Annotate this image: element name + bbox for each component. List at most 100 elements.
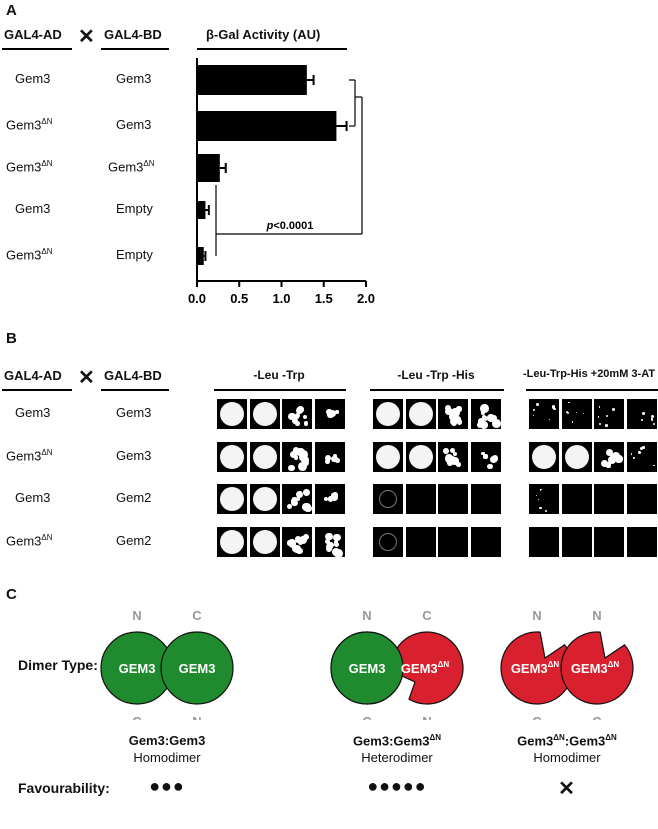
yeast-spot	[249, 442, 280, 472]
colony	[294, 421, 300, 426]
favourability-dots: ●●●	[149, 776, 185, 796]
colony	[445, 408, 453, 416]
yeast-spot	[529, 399, 559, 429]
colony	[325, 459, 330, 464]
dimer-diagrams: GEM3GEM3NCCNGEM3GEM3ΔNNCCNGEM3ΔNGEM3ΔNNN…	[100, 608, 634, 720]
colony	[481, 414, 486, 419]
colony	[450, 447, 456, 453]
colony	[601, 459, 609, 467]
colony	[605, 424, 608, 428]
yeast-spot	[470, 484, 501, 514]
terminus-label: N	[362, 608, 371, 623]
colony	[598, 423, 601, 426]
colony	[566, 410, 569, 413]
col-header-leu-trp-his: -Leu -Trp -His	[397, 368, 475, 382]
yeast-spot	[438, 527, 468, 557]
colony	[491, 414, 498, 421]
growth-blob	[564, 445, 589, 469]
colony	[288, 464, 295, 471]
colony	[571, 420, 574, 423]
yeast-spot	[470, 442, 501, 472]
colony	[302, 459, 310, 467]
colony	[487, 413, 495, 422]
yeast-spot	[529, 484, 559, 514]
terminus-label: C	[362, 714, 372, 720]
colony	[456, 462, 461, 467]
row-label-bd: Gem2	[116, 533, 152, 548]
yeast-spot	[529, 442, 559, 472]
colony	[480, 404, 489, 413]
yeast-spot	[626, 527, 657, 557]
col-header-rule-1	[214, 389, 346, 391]
colony	[288, 412, 296, 421]
colony	[444, 404, 451, 412]
row-label-bd: Gem2	[116, 490, 152, 505]
colony	[612, 408, 616, 412]
yeast-spot	[594, 442, 624, 472]
colony	[296, 447, 306, 457]
yeast-spot	[405, 442, 436, 472]
colony	[615, 455, 624, 463]
colony	[331, 547, 341, 557]
colony	[640, 447, 644, 451]
colony	[335, 410, 339, 414]
colony	[489, 455, 497, 463]
col-header-rule-2	[370, 389, 504, 391]
colony	[456, 406, 462, 412]
yeast-spot	[314, 484, 345, 514]
dimer-type: Heterodimer	[361, 750, 433, 765]
colony	[548, 418, 551, 421]
disfavoured-cross-icon: ✕	[558, 778, 576, 800]
colony	[327, 411, 334, 418]
yeast-spot	[626, 399, 657, 429]
yeast-spot	[282, 399, 312, 429]
growth-blob	[252, 487, 277, 511]
terminus-label: C	[132, 714, 142, 720]
x-tick-label: 1.5	[315, 291, 333, 306]
bar	[197, 201, 206, 219]
faint-ring	[379, 533, 397, 551]
yeast-spot	[373, 442, 403, 472]
colony	[333, 539, 338, 544]
yeast-spot	[594, 399, 624, 429]
p-value-label: p<0.0001	[266, 220, 314, 232]
yeast-spot	[314, 399, 345, 429]
terminus-label: N	[592, 608, 601, 623]
colony	[482, 416, 488, 422]
dimer-type-label: Dimer Type:	[18, 657, 98, 673]
colony	[539, 489, 542, 491]
yeast-spot	[217, 484, 247, 514]
panel-b-header-ad: GAL4-AD	[4, 368, 62, 383]
colony	[651, 418, 654, 421]
protein-label: GEM3	[119, 661, 156, 676]
dimer-name: Gem3:Gem3	[128, 733, 206, 748]
panel-a-cross-icon: ✕	[78, 26, 95, 48]
growth-blob	[376, 402, 400, 426]
yeast-spot	[405, 527, 436, 557]
colony	[452, 452, 457, 457]
panel-a-rule-ad	[2, 48, 72, 50]
chart-title: β-Gal Activity (AU)	[206, 27, 321, 42]
terminus-label: C	[592, 714, 602, 720]
colony	[324, 496, 329, 501]
bar	[197, 247, 204, 265]
colony	[477, 418, 485, 425]
yeast-spot	[470, 527, 501, 557]
colony	[539, 506, 542, 509]
terminus-label: C	[192, 608, 202, 623]
colony	[652, 464, 655, 467]
colony	[292, 447, 300, 454]
yeast-spot	[314, 527, 345, 557]
faint-ring	[379, 490, 397, 508]
panel-a-letter: A	[6, 2, 17, 19]
colony	[552, 405, 556, 409]
colony	[302, 414, 308, 419]
row-label-bd: Gem3ΔN	[108, 159, 155, 175]
terminus-label: N	[192, 714, 201, 720]
x-tick-label: 1.0	[272, 291, 290, 306]
colony	[287, 540, 293, 546]
colony	[606, 414, 609, 418]
protein-label: GEM3	[349, 661, 386, 676]
yeast-spot	[249, 399, 280, 429]
col-header-3at: -Leu-Trp-His +20mM 3-AT	[522, 368, 656, 380]
